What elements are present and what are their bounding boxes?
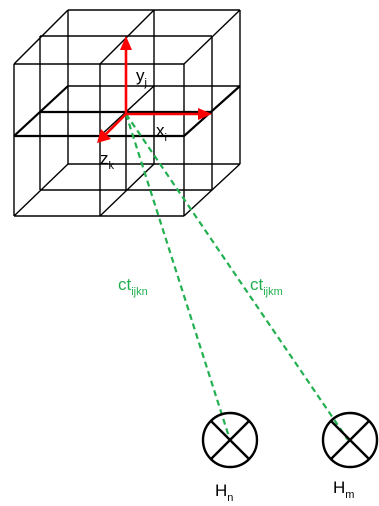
propagation-paths [124,113,349,441]
x-axis-arrowhead-icon [198,108,212,120]
z-axis-arrowhead-icon [97,129,111,143]
sensor-label-m: Hm [333,478,354,501]
sensor-m-circle-x-icon [321,411,379,469]
axis-label-z: zk [100,149,115,172]
path-label-n: ctijkn [118,275,148,298]
y-axis-arrowhead-icon [120,36,132,50]
axis-label-y: yj [136,66,147,89]
depth-edges [13,9,241,217]
z-axis-arrow [103,113,127,137]
coordinate-axes [97,36,212,143]
path-label-m: ctijkm [250,275,283,298]
path-to-sensor-n [124,113,232,441]
axis-label-x: xi [156,121,167,144]
sensor-label-n: Hn [215,481,233,504]
path-to-sensor-m [125,113,349,441]
back-face-lines [67,9,241,165]
sensor-n-circle-x-icon [201,411,259,469]
